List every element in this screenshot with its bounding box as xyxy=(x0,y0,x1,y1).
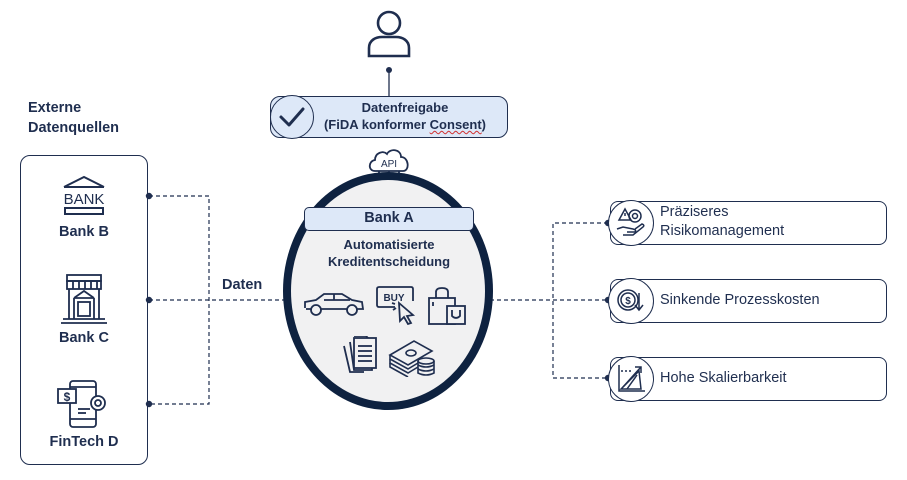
benefit-card-risk xyxy=(610,201,887,245)
source-label: Bank C xyxy=(59,330,109,346)
sources-heading-line1: Externe xyxy=(28,100,82,116)
bank-a-subtitle: Automatisierte Kreditentscheidung xyxy=(305,236,473,270)
api-label: API xyxy=(381,159,397,170)
benefit-line1: Präziseres xyxy=(660,204,729,220)
shopping-bag-icon xyxy=(428,287,466,325)
risk-hand-icon xyxy=(616,207,645,236)
svg-text:$: $ xyxy=(64,390,71,404)
bank-a-subtitle-line1: Automatisierte xyxy=(343,237,435,252)
sources-heading-line2: Datenquellen xyxy=(28,120,120,136)
svg-text:BANK: BANK xyxy=(64,191,105,208)
source-bank-c: Bank C xyxy=(20,273,148,346)
consent-line2-prefix: (FiDA konformer xyxy=(323,117,430,132)
consent-line2: (FiDA konformer Consent) xyxy=(305,116,505,133)
benefit-icon-circle xyxy=(608,356,654,402)
consent-line2-suffix: ) xyxy=(481,117,487,132)
benefit-text-risk: Präziseres Risikomanagement xyxy=(660,203,784,241)
buy-label: BUY xyxy=(383,293,404,304)
benefit-card-cost xyxy=(610,279,887,323)
documents-icon xyxy=(343,336,377,373)
source-label: FinTech D xyxy=(49,434,119,450)
benefit-text-scale: Hohe Skalierbarkeit xyxy=(660,369,787,388)
buy-click-icon: BUY xyxy=(376,286,416,325)
benefit-icon-circle xyxy=(608,200,654,246)
consent-text: Datenfreigabe (FiDA konformer Consent) xyxy=(305,99,505,133)
sources-heading: Externe Datenquellen xyxy=(28,98,119,138)
fintech-mobile-icon: $ xyxy=(57,380,106,428)
user-icon xyxy=(367,10,411,58)
benefit-line1: Sinkende Prozesskosten xyxy=(660,292,820,308)
bank-a-title: Bank A xyxy=(304,207,474,231)
consent-marked-word: Consent xyxy=(429,117,482,132)
car-icon xyxy=(304,293,365,316)
bank-building-icon xyxy=(61,274,107,324)
benefit-text-cost: Sinkende Prozesskosten xyxy=(660,291,820,310)
user-connector-dot xyxy=(386,67,392,73)
checkmark-icon xyxy=(279,107,305,127)
data-flow-label: Daten xyxy=(222,277,263,293)
benefit-icon-circle: $ xyxy=(608,278,654,324)
source-bank-b: BANK Bank B xyxy=(20,175,148,240)
money-stack-icon xyxy=(388,340,435,377)
bank-a-subtitle-line2: Kreditentscheidung xyxy=(327,254,451,269)
benefit-line2: Risikomanagement xyxy=(660,223,785,239)
source-fintech-d: $ FinTech D xyxy=(20,379,148,450)
consent-check-circle xyxy=(270,95,314,139)
benefit-card-scale xyxy=(610,357,887,401)
source-label: Bank B xyxy=(59,224,109,240)
cost-down-icon: $ xyxy=(617,289,644,312)
consent-line1: Datenfreigabe xyxy=(361,100,449,115)
growth-chart-icon xyxy=(618,365,645,392)
svg-text:$: $ xyxy=(625,296,631,307)
sources-panel xyxy=(20,155,148,465)
benefit-line1: Hohe Skalierbarkeit xyxy=(660,370,787,386)
bank-sign-icon: BANK xyxy=(63,175,105,215)
